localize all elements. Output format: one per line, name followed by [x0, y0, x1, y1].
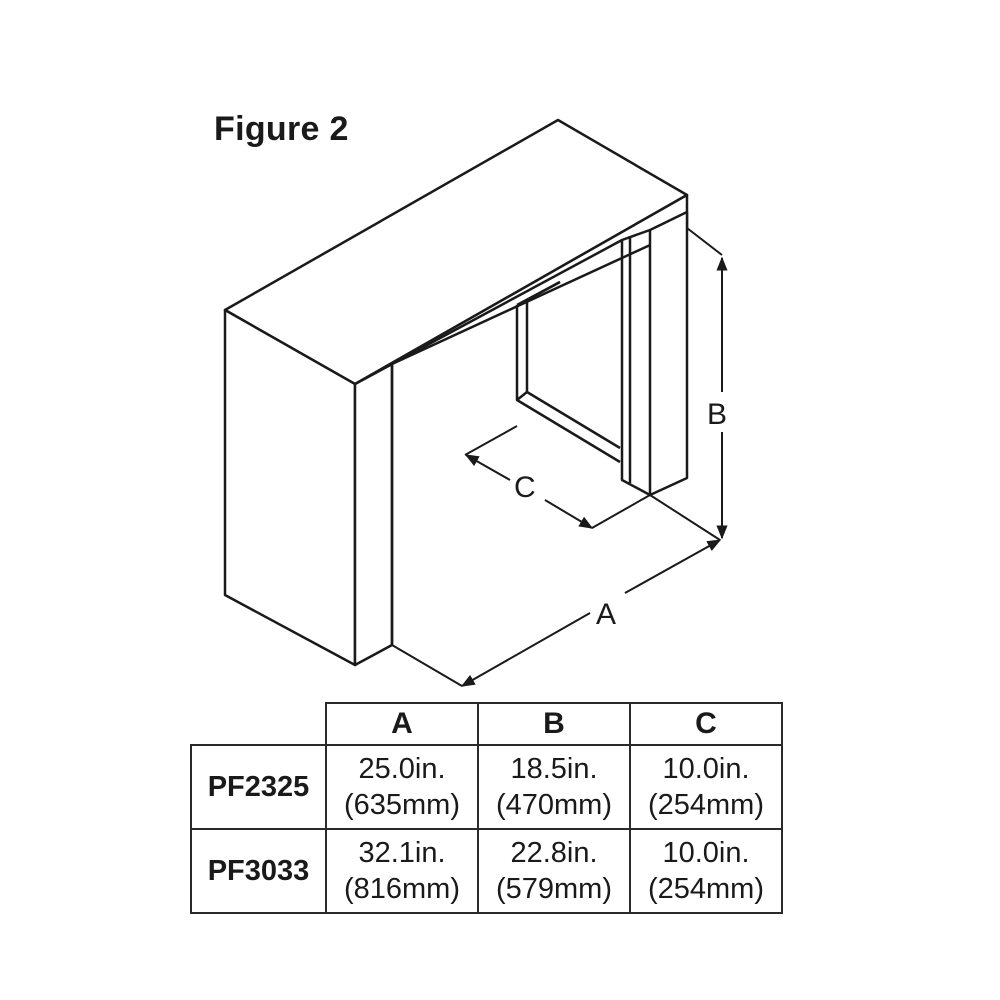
metric-value: (254mm) — [647, 873, 764, 905]
table-row: PF2325 25.0in. (635mm) 18.5in. (470mm) 1… — [190, 744, 783, 830]
dim-a-ext-left — [391, 644, 463, 687]
metric-value: (635mm) — [343, 789, 460, 821]
dimension-c — [464, 425, 651, 529]
cell-value: 22.8in. (579mm) — [477, 828, 631, 914]
dim-a-ext-right — [649, 494, 721, 541]
imperial-value: 25.0in. — [358, 752, 446, 785]
metric-value: (816mm) — [343, 873, 460, 905]
imperial-value: 10.0in. — [662, 836, 750, 869]
dim-a-label: A — [596, 598, 616, 631]
table-header-row: A B C — [191, 702, 783, 746]
dimension-b — [686, 227, 728, 540]
dim-c-ext-left — [464, 425, 518, 456]
table-corner-cell — [191, 703, 327, 746]
dim-c-line-1 — [464, 454, 511, 481]
right-leg-inner — [620, 240, 651, 497]
metric-value: (579mm) — [495, 873, 612, 905]
cell-value: 18.5in. (470mm) — [477, 744, 631, 830]
cell-value: 25.0in. (635mm) — [325, 744, 479, 830]
metric-value: (470mm) — [495, 789, 612, 821]
box-front-left-leg — [353, 362, 394, 667]
dim-b-label: B — [707, 398, 727, 431]
back-frame-sill — [516, 391, 528, 401]
dim-a-line-1 — [460, 612, 591, 687]
metric-value: (254mm) — [647, 789, 764, 821]
imperial-value: 22.8in. — [510, 836, 598, 869]
column-header-b: B — [477, 702, 631, 746]
column-header-a: A — [325, 702, 479, 746]
window-box-diagram: A B C — [223, 118, 728, 687]
cell-value: 10.0in. (254mm) — [629, 828, 783, 914]
box-outline — [223, 118, 689, 667]
cell-value: 10.0in. (254mm) — [629, 744, 783, 830]
cell-value: 32.1in. (816mm) — [325, 828, 479, 914]
back-frame-inner — [525, 300, 621, 450]
dim-a-line-2 — [624, 539, 722, 594]
table-row: PF3033 32.1in. (816mm) 22.8in. (579mm) 1… — [190, 828, 783, 914]
dim-c-label: C — [514, 471, 536, 504]
dim-c-line-2 — [544, 499, 594, 529]
dimension-a — [391, 494, 722, 687]
column-header-c: C — [629, 702, 783, 746]
box-front-right-leg — [648, 210, 689, 497]
back-frame-top-inner — [526, 280, 561, 302]
model-name: PF3033 — [190, 828, 327, 914]
imperial-value: 10.0in. — [662, 752, 750, 785]
model-name: PF2325 — [190, 744, 327, 830]
dimensions-table: A B C PF2325 25.0in. (635mm) 18.5in. (47… — [190, 702, 783, 914]
imperial-value: 32.1in. — [358, 836, 446, 869]
imperial-value: 18.5in. — [510, 752, 598, 785]
dim-c-ext-right — [591, 494, 651, 529]
dim-b-ext-top — [686, 227, 723, 256]
figure-title: Figure 2 — [214, 110, 349, 148]
